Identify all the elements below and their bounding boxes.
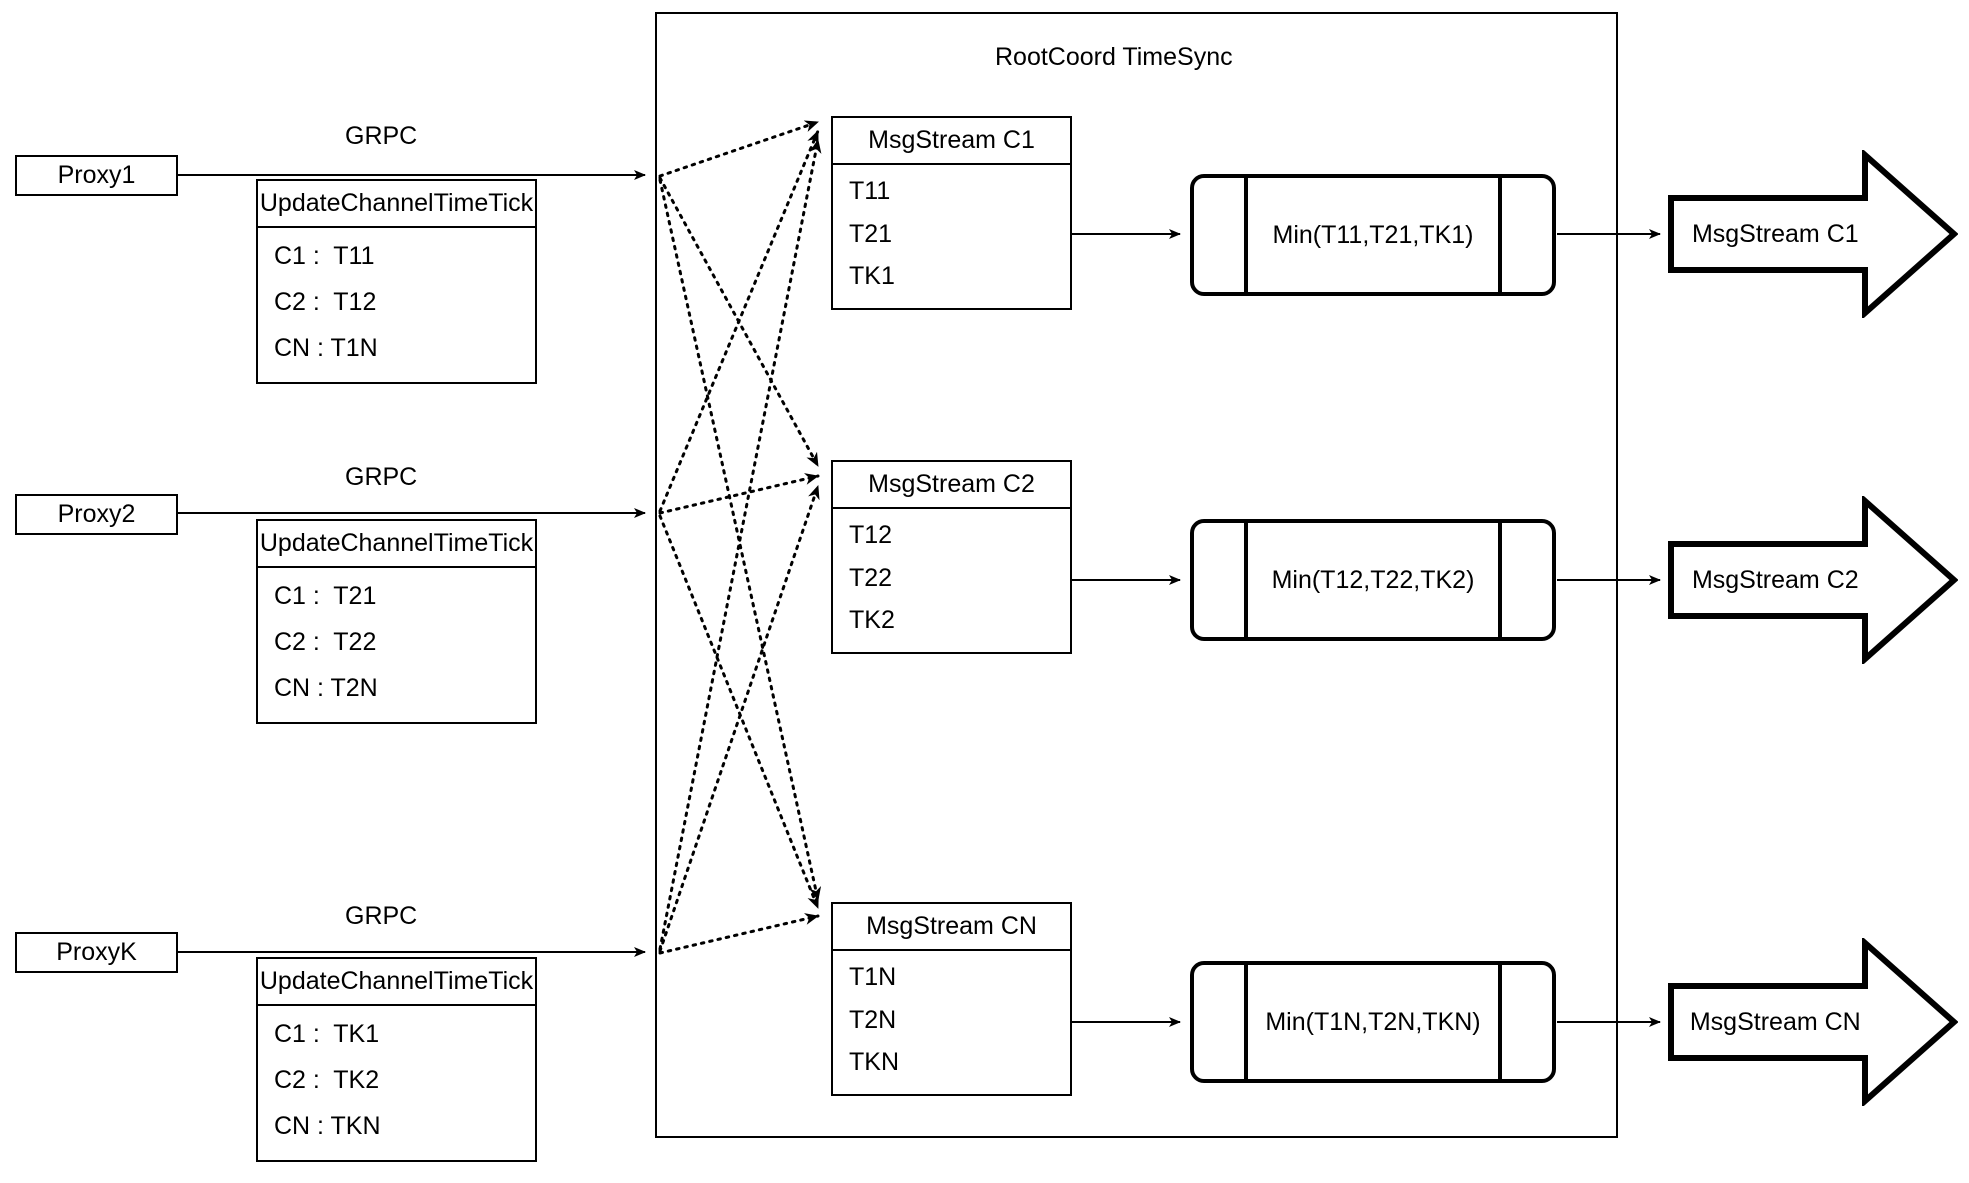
msgstream-row: T1N (849, 963, 897, 992)
msgstream-row: T12 (849, 521, 893, 550)
proc-left-bar (1244, 178, 1248, 292)
rec-row: C2 : T22 (274, 628, 377, 657)
proc-right-bar (1498, 523, 1502, 637)
rec-row: C1 : TK1 (274, 1020, 380, 1049)
proc-left-bar (1244, 523, 1248, 637)
update-channel-timetick-box-2: UpdateChannelTimeTick C1 : T21 C2 : T22 … (256, 519, 537, 724)
output-block-arrow-2: MsgStream C2 (1668, 496, 1958, 664)
rec-title: UpdateChannelTimeTick (258, 959, 535, 1006)
msgstream-title: MsgStream C1 (833, 118, 1070, 165)
rec-row: C1 : T11 (274, 242, 375, 271)
msgstream-body: T12 T22 TK2 (833, 509, 1070, 652)
output-label: MsgStream CN (1689, 1007, 1861, 1036)
msgstream-box-c2: MsgStream C2 T12 T22 TK2 (831, 460, 1072, 654)
rec-body: C1 : TK1 C2 : TK2 CN : TKN (258, 1006, 535, 1160)
rec-title: UpdateChannelTimeTick (258, 181, 535, 228)
min-process-box-1: Min(T11,T21,TK1) (1190, 174, 1556, 296)
rec-row: CN : TKN (274, 1112, 381, 1141)
min-process-box-3: Min(T1N,T2N,TKN) (1190, 961, 1556, 1083)
update-channel-timetick-box-1: UpdateChannelTimeTick C1 : T11 C2 : T12 … (256, 179, 537, 384)
msgstream-box-cn: MsgStream CN T1N T2N TKN (831, 902, 1072, 1096)
rec-body: C1 : T21 C2 : T22 CN : T2N (258, 568, 535, 722)
msgstream-body: T1N T2N TKN (833, 951, 1070, 1094)
container-title: RootCoord TimeSync (995, 43, 1233, 71)
proxy-label: Proxy2 (57, 500, 136, 528)
rec-row: C2 : TK2 (274, 1066, 380, 1095)
output-label: MsgStream C1 (1691, 219, 1859, 248)
grpc-label-k: GRPC (345, 902, 418, 930)
proxy-box-k[interactable]: ProxyK (15, 932, 178, 973)
output-label: MsgStream C2 (1691, 565, 1859, 594)
msgstream-row: TK1 (849, 262, 895, 291)
output-block-arrow-1: MsgStream C1 (1668, 150, 1958, 318)
proc-left-bar (1244, 965, 1248, 1079)
rec-title: UpdateChannelTimeTick (258, 521, 535, 568)
min-label: Min(T1N,T2N,TKN) (1265, 1007, 1481, 1036)
msgstream-body: T11 T21 TK1 (833, 165, 1070, 308)
msgstream-row: T22 (849, 563, 893, 592)
rec-body: C1 : T11 C2 : T12 CN : T1N (258, 228, 535, 382)
rootcoord-timesync-container (655, 12, 1618, 1138)
proxy-box-2[interactable]: Proxy2 (15, 494, 178, 535)
rec-row: CN : T2N (274, 674, 378, 703)
proxy-label: Proxy1 (57, 161, 136, 189)
proxy-box-1[interactable]: Proxy1 (15, 155, 178, 196)
msgstream-title: MsgStream C2 (833, 462, 1070, 509)
msgstream-row: T21 (849, 219, 893, 248)
msgstream-row: T2N (849, 1005, 897, 1034)
min-process-box-2: Min(T12,T22,TK2) (1190, 519, 1556, 641)
msgstream-row: TKN (849, 1048, 899, 1077)
min-label: Min(T11,T21,TK1) (1272, 220, 1474, 249)
msgstream-row: TK2 (849, 606, 895, 635)
min-label: Min(T12,T22,TK2) (1271, 565, 1475, 594)
output-block-arrow-3: MsgStream CN (1668, 938, 1958, 1106)
rec-row: CN : T1N (274, 334, 378, 363)
proc-right-bar (1498, 965, 1502, 1079)
msgstream-box-c1: MsgStream C1 T11 T21 TK1 (831, 116, 1072, 310)
msgstream-title: MsgStream CN (833, 904, 1070, 951)
rec-row: C1 : T21 (274, 582, 377, 611)
msgstream-row: T11 (849, 177, 891, 206)
proc-right-bar (1498, 178, 1502, 292)
proxy-label: ProxyK (56, 938, 137, 966)
update-channel-timetick-box-k: UpdateChannelTimeTick C1 : TK1 C2 : TK2 … (256, 957, 537, 1162)
grpc-label-2: GRPC (345, 463, 418, 491)
rec-row: C2 : T12 (274, 288, 377, 317)
grpc-label-1: GRPC (345, 122, 418, 150)
